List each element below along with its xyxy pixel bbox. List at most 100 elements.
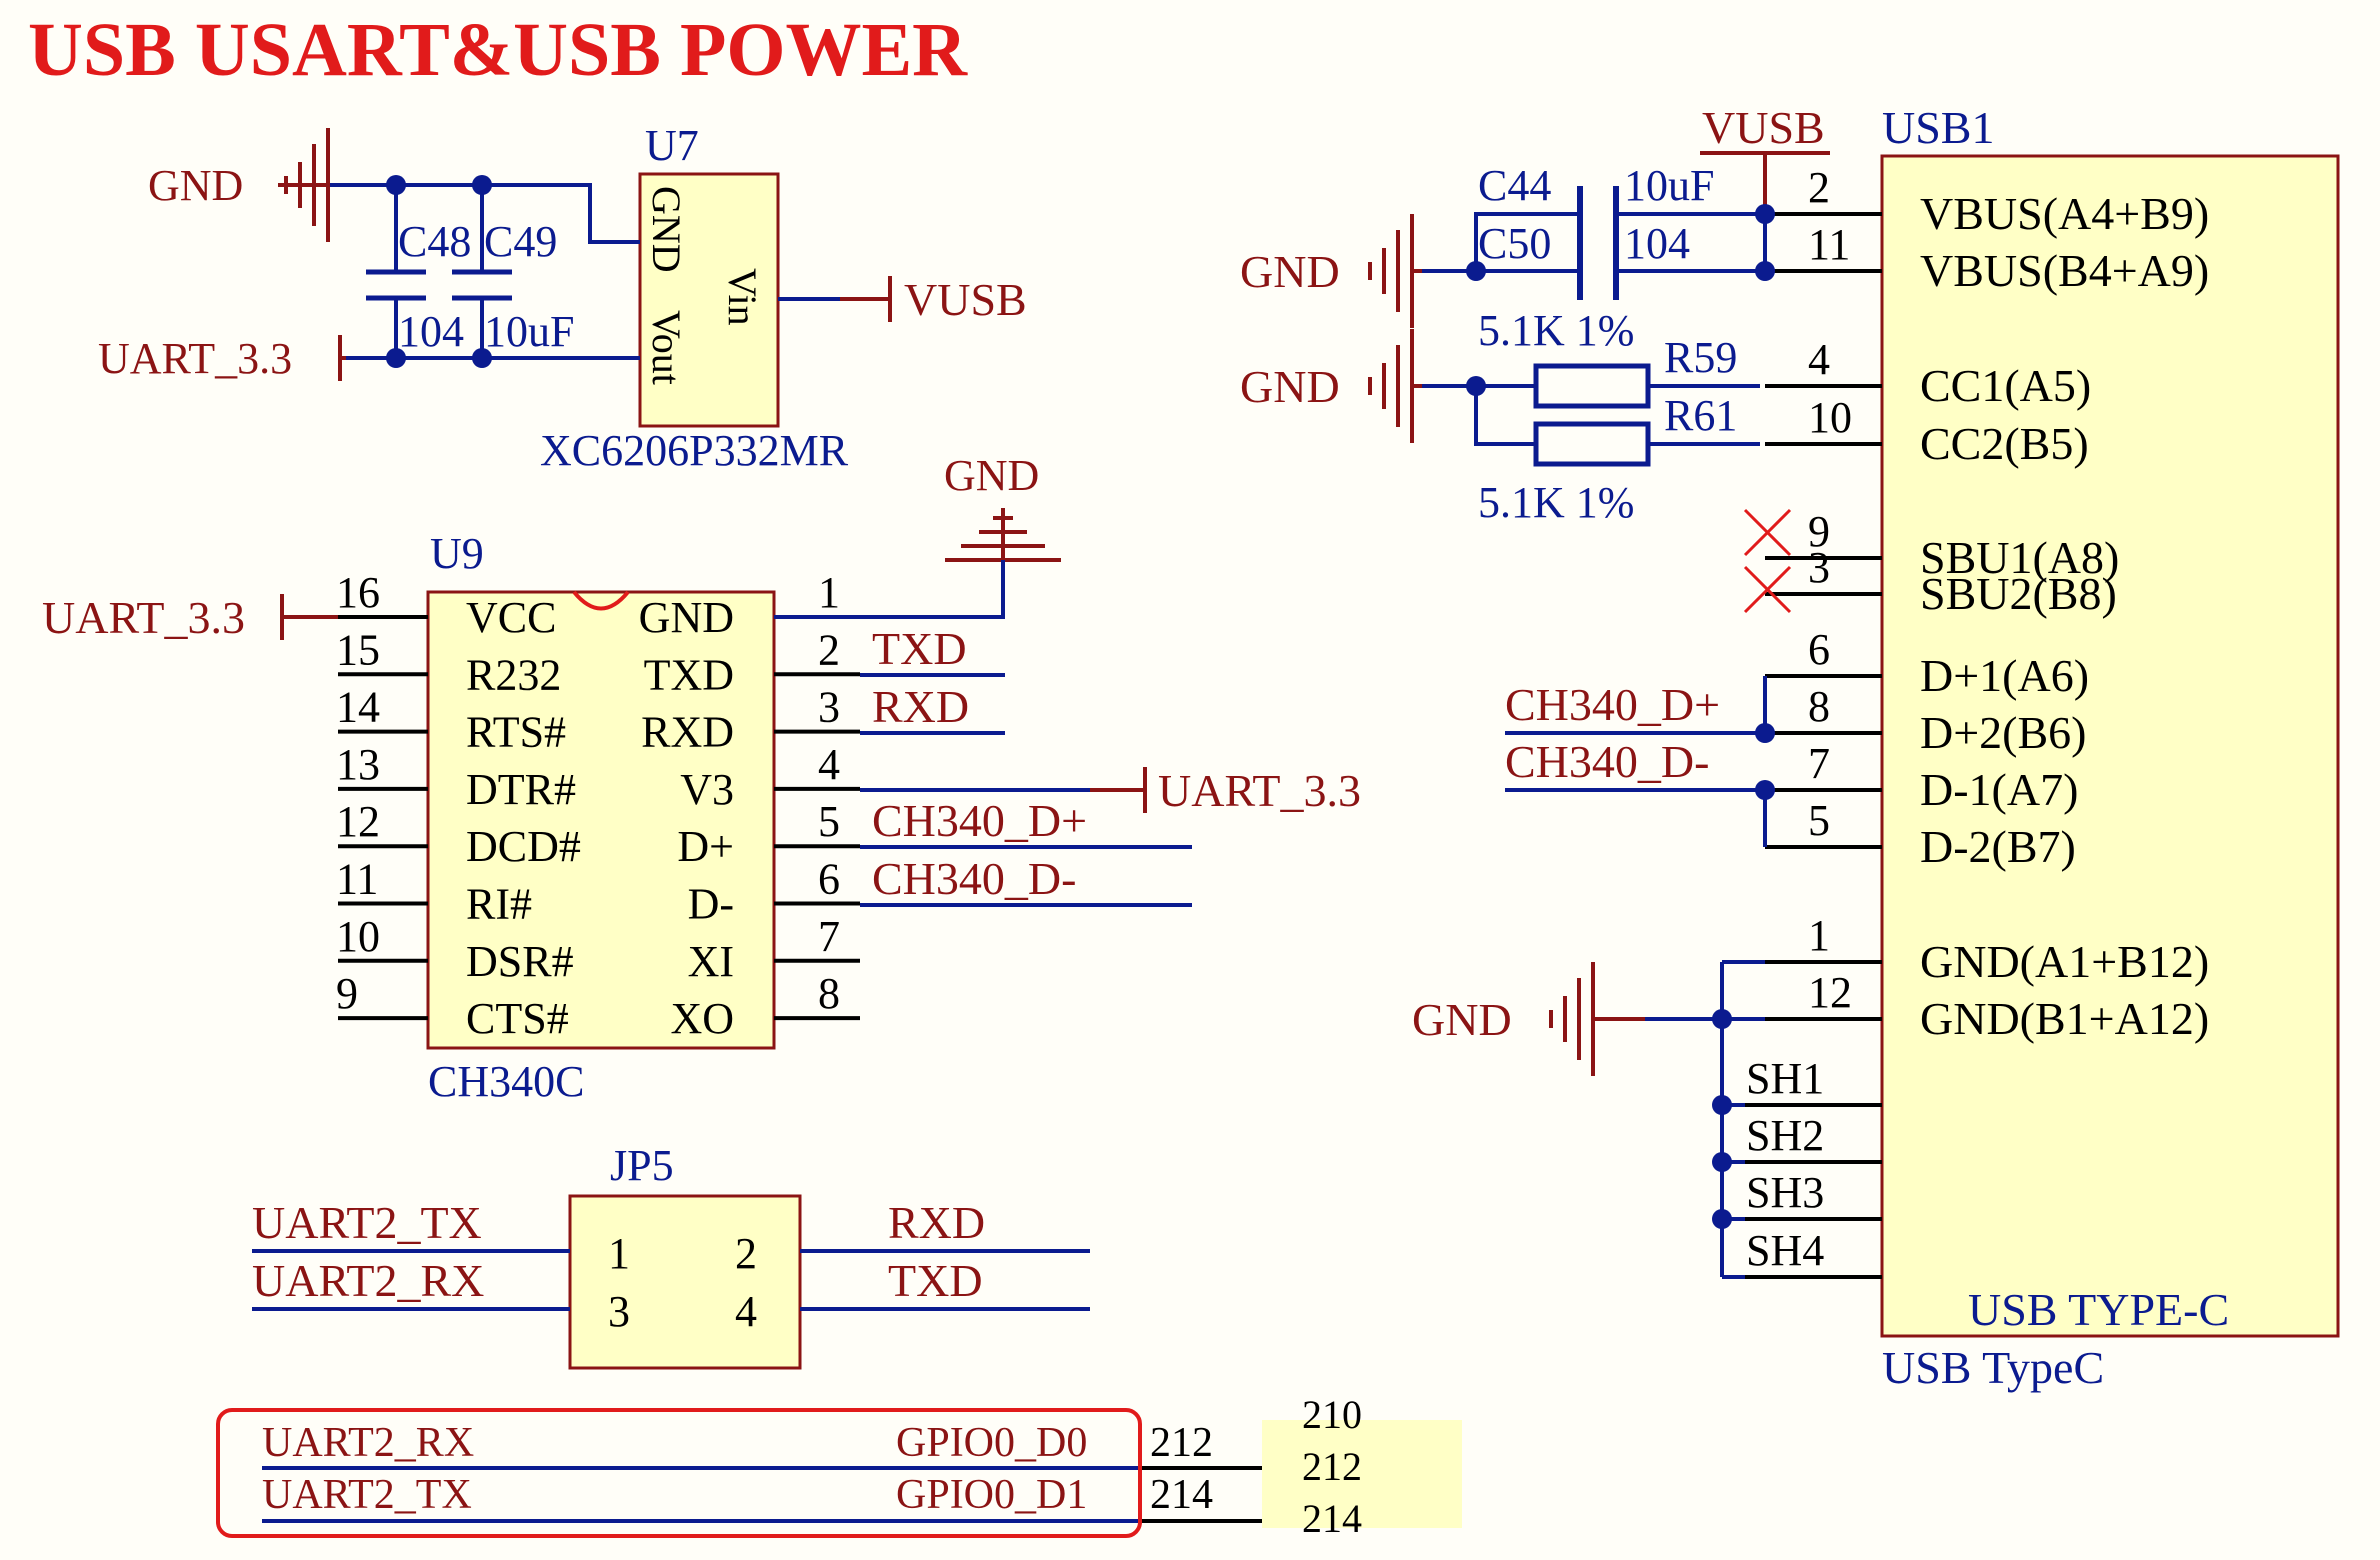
usb1-body[interactable] <box>1880 154 2340 1338</box>
usb1-vusb-port <box>1700 151 1830 214</box>
page-title: USB USART&USB POWER <box>28 8 968 92</box>
u9-notch <box>572 590 630 611</box>
conn-part-pin-212: 212 <box>1302 1444 1362 1489</box>
jp5-net-uart2-rx: UART2_RX <box>252 1255 484 1306</box>
u9-pin-name: DSR# <box>466 937 574 986</box>
conn-net-gpio0-d1: GPIO0_D1 <box>896 1472 1087 1518</box>
u9-net-dp: CH340_D+ <box>872 795 1087 846</box>
u9-pin-name: DTR# <box>466 765 576 814</box>
connector-partial-body <box>1262 1420 1462 1528</box>
connector-pins <box>1140 1466 1262 1523</box>
u9-pin-name: V3 <box>680 765 734 814</box>
c48-value: 104 <box>398 307 464 356</box>
usb1-pin-name: GND(A1+B12) <box>1920 936 2209 987</box>
u9-net-wires <box>860 673 1192 907</box>
usb1-net-dm: CH340_D- <box>1505 736 1709 787</box>
usb1-pin-name: VBUS(A4+B9) <box>1920 188 2209 239</box>
conn-net-uart2-tx: UART2_TX <box>262 1472 472 1518</box>
u9-pin-name: RXD <box>641 708 734 757</box>
u9-pin-number: 16 <box>336 568 380 617</box>
usb1-net-vusb: VUSB <box>1702 102 1825 153</box>
u9-pin-number: 12 <box>336 797 380 846</box>
u9-net-v3: UART_3.3 <box>1158 765 1361 816</box>
usb1-pins: 2VBUS(A4+B9)11VBUS(B4+A9)4CC1(A5)10CC2(B… <box>1765 163 2209 1044</box>
u9-pin-name: TXD <box>644 650 734 699</box>
usb1-resistors <box>1533 363 1651 467</box>
u9-pin-name: D+ <box>677 822 734 871</box>
u9-body[interactable] <box>426 590 776 1050</box>
usb1-shield-label: SH3 <box>1746 1168 1824 1217</box>
u9-pin-number: 6 <box>818 855 840 904</box>
usb1-pin-number: 9 <box>1808 507 1830 556</box>
jp5-pin-4: 4 <box>735 1287 757 1336</box>
u7-junctions <box>386 175 492 368</box>
u7-vusb-port <box>840 276 892 322</box>
u7-gnd-symbol <box>278 128 330 242</box>
u7-pin-gnd: GND <box>644 186 689 273</box>
u9-ch340c-block: U9 CH340C 16VCC15R23214RTS#13DTR#12DCD#1… <box>42 451 1361 1106</box>
u9-pin-number: 11 <box>336 855 378 904</box>
u9-pin-name: GND <box>639 593 734 642</box>
usb1-gnd-junctions <box>1712 1009 1732 1229</box>
u7-net-uart: UART_3.3 <box>98 334 292 383</box>
usb1-pin-number: 5 <box>1808 796 1830 845</box>
gpio-connector-block: UART2_RX UART2_TX GPIO0_D0 GPIO0_D1 212 … <box>216 1392 1462 1541</box>
usb1-net-gnd-main: GND <box>1412 994 1512 1045</box>
usb1-pin-number: 1 <box>1808 911 1830 960</box>
u9-pin-name: DCD# <box>466 822 581 871</box>
usb1-shield-label: SH1 <box>1746 1054 1824 1103</box>
u9-pin-number: 3 <box>818 683 840 732</box>
u7-capacitors <box>366 269 512 301</box>
u7-part: XC6206P332MR <box>540 426 849 475</box>
u9-pin-number: 9 <box>336 969 358 1018</box>
highlight-box[interactable] <box>216 1408 1142 1538</box>
u7-body[interactable] <box>638 172 780 428</box>
usb1-pin-number: 10 <box>1808 393 1852 442</box>
usb1-pin-name: SBU1(A8) <box>1920 532 2119 583</box>
c44-value: 10uF <box>1624 161 1714 210</box>
u9-gnd-wire <box>774 560 1005 619</box>
u7-uart-port <box>338 335 346 381</box>
jp5-pin-2: 2 <box>735 1229 757 1278</box>
jp5-net-uart2-tx: UART2_TX <box>252 1197 482 1248</box>
r59-value: 5.1K 1% <box>1478 306 1634 355</box>
c49-ref: C49 <box>484 217 557 266</box>
u9-pin-number: 14 <box>336 683 380 732</box>
usb1-pin-name: GND(B1+A12) <box>1920 993 2209 1044</box>
u7-ref: U7 <box>645 121 699 170</box>
jp5-wires <box>252 1249 1090 1311</box>
conn-pin-212: 212 <box>1150 1420 1213 1466</box>
jp5-body[interactable] <box>568 1194 802 1370</box>
usb1-pin-number: 2 <box>1808 163 1830 212</box>
u9-pin-name: VCC <box>466 593 556 642</box>
usb1-shield-label: SH2 <box>1746 1111 1824 1160</box>
usb1-pin-number: 11 <box>1808 220 1850 269</box>
conn-pin-214: 214 <box>1150 1472 1213 1518</box>
u9-net-gnd: GND <box>944 451 1039 500</box>
c48-ref: C48 <box>398 217 471 266</box>
usb1-pin-name: D+2(B6) <box>1920 707 2086 758</box>
u9-vcc-port <box>280 594 338 640</box>
r61-ref: R61 <box>1664 391 1737 440</box>
u7-net-vusb: VUSB <box>904 274 1027 325</box>
c49-value: 10uF <box>484 307 574 356</box>
c50-value: 104 <box>1624 219 1690 268</box>
u9-pin-number: 10 <box>336 912 380 961</box>
u9-pin-name: RI# <box>466 880 532 929</box>
u9-left-pins: 16VCC15R23214RTS#13DTR#12DCD#11RI#10DSR#… <box>336 568 581 1043</box>
usb1-sbu-noconnect <box>1743 508 1792 614</box>
usb1-data-junctions <box>1755 723 1775 800</box>
usb1-pin-name: CC1(A5) <box>1920 360 2091 411</box>
u9-net-vcc: UART_3.3 <box>42 592 245 643</box>
u9-pin-name: XI <box>688 937 734 986</box>
jp5-jumper-block: JP5 1 2 3 4 UART2_TX UART2_RX RXD TXD <box>252 1141 1090 1370</box>
u9-pin-number: 8 <box>818 969 840 1018</box>
u7-pin-vin: Vin <box>720 268 765 326</box>
u9-pin-name: R232 <box>466 650 561 699</box>
u9-v3-port <box>1090 767 1147 813</box>
usb1-main-gnd-symbol <box>1549 962 1645 1076</box>
conn-net-uart2-rx: UART2_RX <box>262 1420 474 1466</box>
